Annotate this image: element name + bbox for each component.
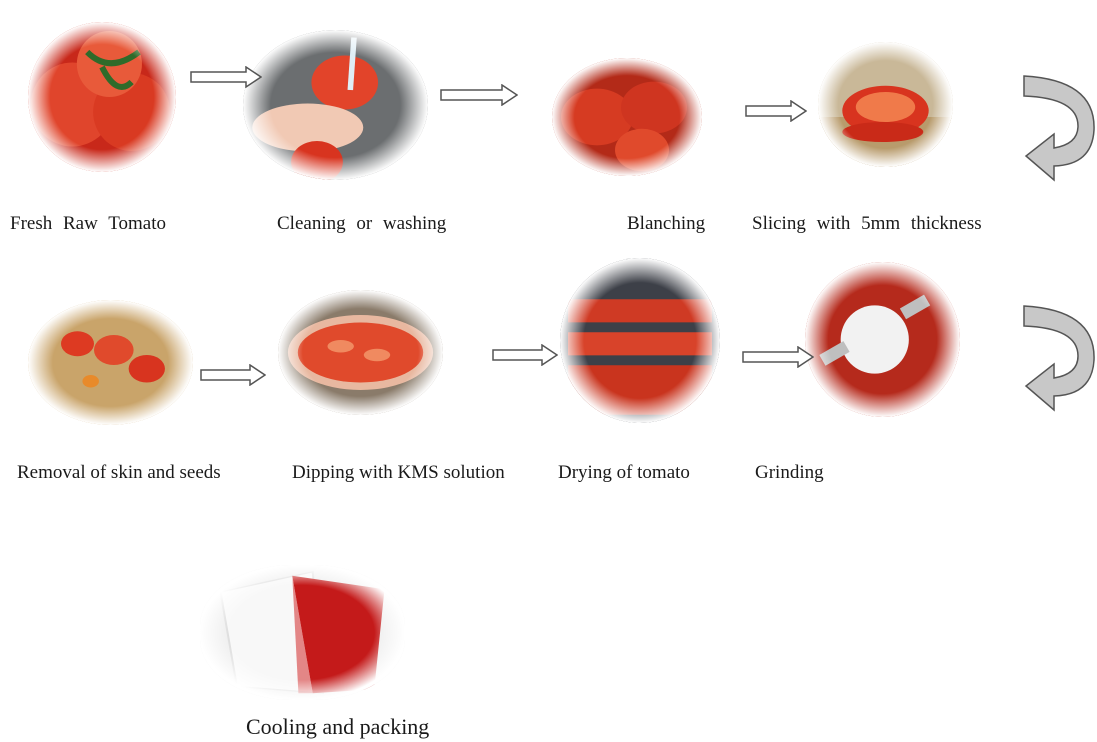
drying-image [560,258,720,423]
label-slicing: Slicing with 5mm thickness [752,214,982,233]
label-removal: Removal of skin and seeds [17,463,221,482]
label-fresh-raw-tomato: Fresh Raw Tomato [10,214,166,233]
washing-image [243,30,428,180]
arrow-2-icon [440,84,518,106]
fresh-tomato-image [28,22,176,172]
label-cooling-packing: Cooling and packing [246,716,429,738]
removal-image [28,300,193,425]
arrow-3-icon [745,100,807,122]
arrow-1-icon [190,66,262,88]
packing-image [200,565,405,700]
curved-return-arrow-2-icon [1020,300,1097,415]
blanching-image [552,58,702,176]
arrow-4-icon [200,364,266,386]
kms-dipping-image [278,290,443,415]
grinding-image [805,262,960,417]
arrow-6-icon [742,346,814,368]
curved-return-arrow-1-icon [1020,70,1097,185]
label-kms-dipping: Dipping with KMS solution [292,463,505,482]
arrow-5-icon [492,344,558,366]
label-blanching: Blanching [627,214,705,233]
label-cleaning: Cleaning or washing [277,214,446,233]
slicing-image [818,42,953,167]
label-drying: Drying of tomato [558,463,690,482]
label-grinding: Grinding [755,463,824,482]
